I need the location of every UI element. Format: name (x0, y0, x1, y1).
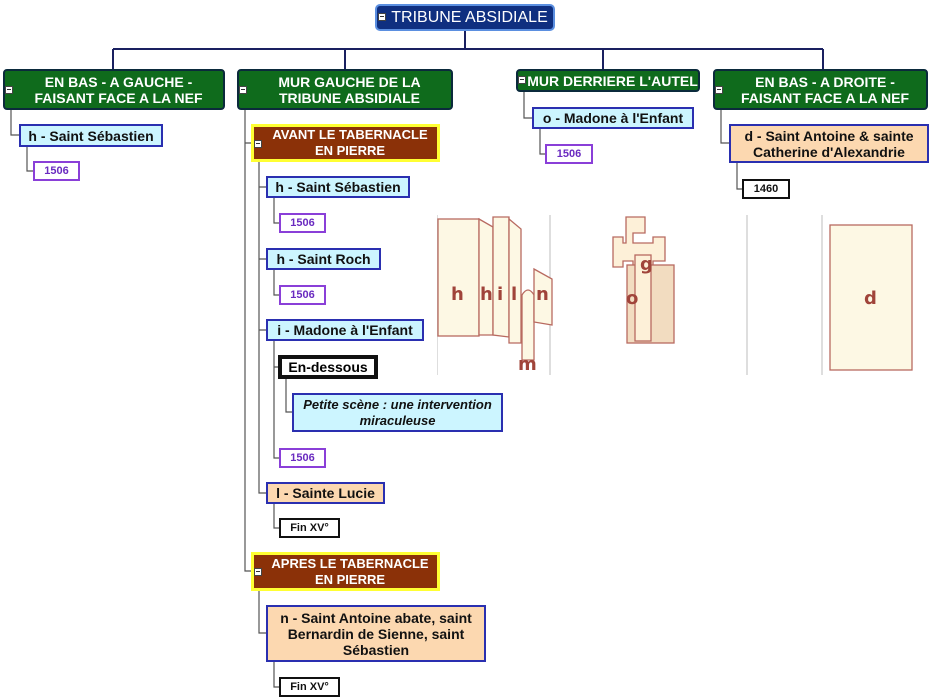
date-label: 1506 (44, 165, 69, 177)
node-note[interactable]: Petite scène : une intervention miracule… (292, 393, 503, 432)
plan-label: n (536, 284, 549, 305)
group-avant-tabernacle[interactable]: AVANT LE TABERNACLE EN PIERRE (251, 124, 440, 162)
node-sainte-lucie[interactable]: l - Sainte Lucie (266, 482, 385, 504)
branch-label: EN BAS - A DROITE - FAISANT FACE A LA NE… (741, 73, 909, 106)
plan-label: d (864, 288, 877, 309)
node-label: h - Saint Roch (276, 251, 371, 267)
group-apres-tabernacle[interactable]: APRES LE TABERNACLE EN PIERRE (251, 552, 440, 591)
collapse-toggle[interactable] (5, 86, 13, 94)
plan-label: m (518, 354, 537, 375)
node-label: d - Saint Antoine & sainte Catherine d'A… (744, 127, 914, 160)
node-label: h - Saint Sébastien (275, 179, 401, 195)
group-label: AVANT LE TABERNACLE EN PIERRE (272, 127, 428, 158)
branch-en-bas-droite[interactable]: EN BAS - A DROITE - FAISANT FACE A LA NE… (713, 69, 928, 110)
note-label: Petite scène : une intervention miracule… (303, 396, 492, 428)
node-madone-autel[interactable]: o - Madone à l'Enfant (532, 107, 694, 129)
date-badge: 1506 (279, 448, 326, 468)
plan-label: l (511, 284, 517, 305)
node-saint-antoine-catherine[interactable]: d - Saint Antoine & sainte Catherine d'A… (729, 124, 929, 163)
date-label: 1506 (290, 452, 315, 464)
date-badge: 1506 (279, 285, 326, 305)
node-label: n - Saint Antoine abate, saint Bernardin… (280, 609, 472, 658)
node-label: En-dessous (288, 359, 368, 375)
branch-mur-gauche[interactable]: MUR GAUCHE DE LA TRIBUNE ABSIDIALE (237, 69, 453, 110)
date-label: 1506 (290, 289, 315, 301)
group-label: APRES LE TABERNACLE EN PIERRE (271, 555, 429, 587)
date-badge: Fin XV° (279, 677, 340, 697)
plan-label: g (640, 254, 653, 275)
date-badge: 1506 (33, 161, 80, 181)
branch-label: MUR GAUCHE DE LA TRIBUNE ABSIDIALE (278, 73, 421, 106)
date-badge: 1506 (545, 144, 593, 164)
date-label: 1506 (556, 148, 582, 160)
plan-label: h (480, 284, 493, 305)
date-label: Fin XV° (290, 522, 329, 534)
collapse-toggle[interactable] (518, 76, 526, 84)
date-badge: 1506 (279, 213, 326, 233)
collapse-toggle[interactable] (715, 86, 723, 94)
collapse-toggle[interactable] (254, 140, 262, 148)
floor-plan-image: h h i l m n g o d (437, 215, 913, 375)
collapse-toggle[interactable] (254, 568, 262, 576)
node-label: h - Saint Sébastien (28, 127, 154, 144)
collapse-toggle[interactable] (378, 13, 386, 21)
plan-labels: h h i l m n g o d (451, 254, 877, 375)
node-label: l - Sainte Lucie (276, 485, 375, 501)
node-saint-roch[interactable]: h - Saint Roch (266, 248, 381, 270)
date-badge: Fin XV° (279, 518, 340, 538)
date-label: Fin XV° (290, 681, 329, 693)
node-saint-sebastien[interactable]: h - Saint Sébastien (266, 176, 410, 198)
root-node[interactable]: TRIBUNE ABSIDIALE (375, 4, 555, 31)
date-label: 1460 (753, 183, 779, 195)
plan-label: o (626, 288, 638, 309)
collapse-toggle[interactable] (239, 86, 247, 94)
branch-label: MUR DERRIERE L'AUTEL (527, 72, 698, 89)
node-saint-antoine-abate[interactable]: n - Saint Antoine abate, saint Bernardin… (266, 605, 486, 662)
date-badge: 1460 (742, 179, 790, 199)
branch-mur-derriere[interactable]: MUR DERRIERE L'AUTEL (516, 69, 700, 92)
node-saint-sebastien[interactable]: h - Saint Sébastien (19, 124, 163, 147)
root-label: TRIBUNE ABSIDIALE (391, 8, 548, 26)
date-label: 1506 (290, 217, 315, 229)
plan-label: h (451, 284, 464, 305)
node-label: i - Madone à l'Enfant (277, 322, 413, 338)
plan-label: i (497, 284, 503, 305)
node-label: o - Madone à l'Enfant (542, 110, 684, 126)
node-madone[interactable]: i - Madone à l'Enfant (266, 319, 424, 341)
branch-label: EN BAS - A GAUCHE - FAISANT FACE A LA NE… (34, 73, 203, 106)
branch-en-bas-gauche[interactable]: EN BAS - A GAUCHE - FAISANT FACE A LA NE… (3, 69, 225, 110)
node-en-dessous[interactable]: En-dessous (278, 355, 378, 379)
